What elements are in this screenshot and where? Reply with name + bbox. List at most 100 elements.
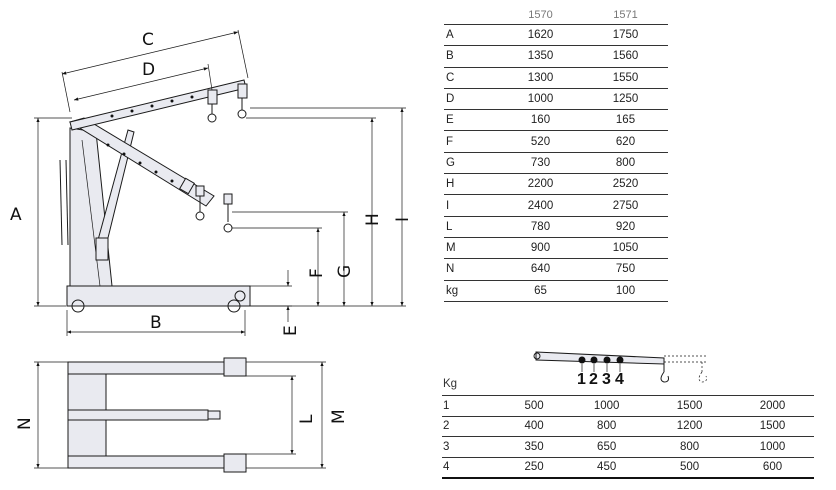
- wheel-bottom: [223, 453, 247, 473]
- spec-value-1571: 800: [583, 151, 668, 174]
- hook-extended-icon: [698, 371, 707, 383]
- spec-value-1571: 2750: [583, 194, 668, 217]
- spec-value-1570: 1000: [498, 87, 583, 110]
- boom-lowered-holes: [106, 143, 174, 183]
- spec-value-1570: 1620: [498, 23, 583, 46]
- spec-value-1570: 730: [498, 151, 583, 174]
- hook-raised-1: [207, 113, 217, 123]
- load-table-header: Kg: [442, 373, 814, 396]
- hook-lowered-2: [223, 223, 233, 233]
- spec-value-1571: 620: [583, 130, 668, 153]
- spec-row-label: C: [444, 66, 498, 89]
- leg-bottom: [67, 455, 247, 469]
- load-value: 1000: [565, 395, 649, 416]
- spec-value-1570: 900: [498, 236, 583, 259]
- dim-label-a: A: [10, 205, 22, 225]
- load-value: 350: [503, 436, 566, 457]
- spec-value-1571: 100: [583, 279, 668, 302]
- spec-value-1570: 65: [498, 279, 583, 302]
- spec-value-1570: 160: [498, 109, 583, 131]
- spec-row-label: B: [444, 45, 498, 68]
- side-view: A B C D E F G H I: [10, 29, 413, 336]
- load-value: 500: [648, 456, 732, 479]
- dim-label-m: M: [329, 409, 349, 424]
- load-position-label: 4: [442, 456, 503, 479]
- dim-label-d: D: [142, 60, 155, 80]
- load-position-label: 2: [442, 415, 503, 437]
- dim-label-h: H: [363, 213, 383, 226]
- hook-icon: [660, 371, 669, 383]
- spec-value-1571: 920: [583, 215, 668, 238]
- load-value: 1500: [731, 415, 814, 437]
- boom-top-view: [67, 409, 209, 421]
- spec-value-1570: 1300: [498, 66, 583, 89]
- load-value: 1200: [648, 415, 732, 437]
- load-header-kg: Kg: [443, 378, 458, 390]
- spec-row-label: N: [444, 258, 498, 281]
- spec-value-1571: 1560: [583, 45, 668, 68]
- dim-label-e: E: [281, 325, 301, 336]
- pump-handle: [59, 159, 63, 246]
- spec-row-label: G: [444, 151, 498, 174]
- spec-header-model-2: 1571: [613, 9, 638, 21]
- front-wheel: [234, 290, 246, 302]
- spec-row-label: E: [444, 109, 498, 131]
- boom-raised: [69, 79, 247, 131]
- load-value: 500: [503, 395, 566, 416]
- spec-value-1570: 2200: [498, 173, 583, 195]
- wheel-top: [223, 357, 247, 377]
- top-view: N L M: [15, 357, 349, 473]
- spec-value-1570: 520: [498, 130, 583, 153]
- hook-position-4: 4: [615, 371, 624, 388]
- spec-value-1571: 1050: [583, 236, 668, 259]
- load-value: 800: [565, 415, 649, 437]
- spec-row-label: L: [444, 215, 498, 238]
- dim-label-b: B: [150, 313, 162, 333]
- dim-label-g: G: [335, 265, 355, 278]
- dim-label-l: L: [297, 414, 317, 424]
- load-value: 400: [503, 415, 566, 437]
- hook-position-3: 3: [602, 371, 611, 388]
- spec-row-label: A: [444, 23, 498, 46]
- hook-lowered-1: [195, 211, 205, 221]
- dim-label-c: C: [142, 30, 154, 50]
- dim-label-i: I: [393, 217, 413, 222]
- hook-position-1: 1: [577, 371, 586, 388]
- spec-row-label: kg: [444, 279, 498, 302]
- spec-header-model-1: 1570: [528, 9, 553, 21]
- base-rail: [66, 285, 251, 307]
- leg-top: [67, 361, 247, 375]
- spec-value-1571: 165: [583, 109, 668, 131]
- load-position-label: 1: [442, 395, 503, 416]
- dim-label-n: N: [15, 417, 35, 430]
- spec-row-label: D: [444, 87, 498, 110]
- boom-hook-positions: 1 2 3 4: [533, 351, 707, 388]
- spec-row-label: M: [444, 236, 498, 259]
- load-value: 1500: [648, 395, 732, 416]
- load-value: 650: [565, 436, 649, 457]
- load-position-label: 3: [442, 436, 503, 457]
- ram-cylinder: [95, 237, 109, 261]
- dim-label-f: F: [307, 268, 327, 278]
- load-value: 1000: [731, 436, 814, 457]
- spec-value-1570: 1350: [498, 45, 583, 68]
- load-value: 600: [731, 456, 814, 479]
- spec-row-label: F: [444, 130, 498, 153]
- spec-value-1570: 640: [498, 258, 583, 281]
